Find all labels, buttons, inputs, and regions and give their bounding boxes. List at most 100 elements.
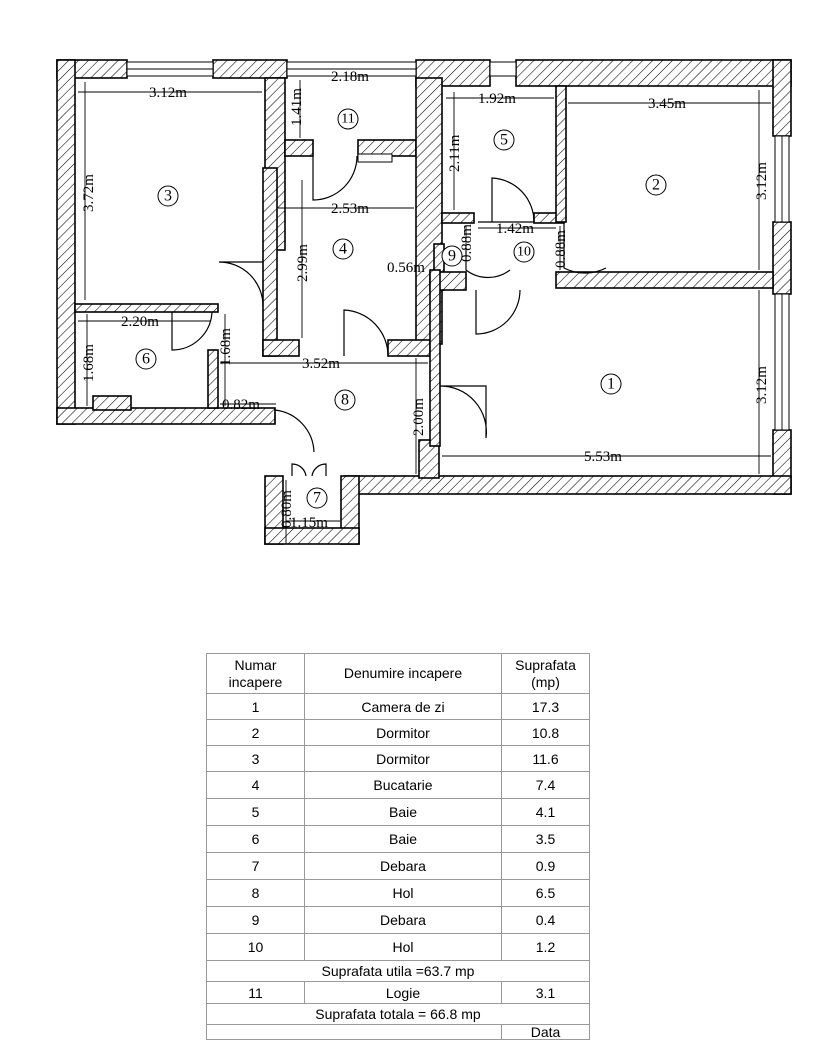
windows <box>126 61 790 431</box>
table-header-row: Numar incapere Denumire incapere Suprafa… <box>206 653 590 694</box>
cell-area: 0.9 <box>501 852 590 880</box>
cell-area: 7.4 <box>501 771 590 799</box>
doors <box>171 155 607 477</box>
cell-name: Debara <box>304 906 502 934</box>
header-room-name: Denumire incapere <box>304 653 502 694</box>
room-number-9: 9 <box>441 245 463 267</box>
room-number-1: 1 <box>600 373 622 395</box>
cell-area: 11.6 <box>501 745 590 772</box>
svg-text:7: 7 <box>313 490 321 507</box>
room-area-table: Numar incapere Denumire incapere Suprafa… <box>206 653 590 1040</box>
dim-r11-height: 1.41m <box>289 88 305 126</box>
total-area-text: Suprafata totala = 66.8 mp <box>206 1003 590 1025</box>
room-number-8: 8 <box>334 389 356 411</box>
cell-area: 1.2 <box>501 933 590 961</box>
floor-plan: 3.12m 3.72m 2.18m 1.41m 1.92m 2.11m 3.45… <box>56 59 792 545</box>
svg-text:5: 5 <box>500 132 508 149</box>
dim-r5-width: 1.92m <box>478 91 516 107</box>
room-number-2: 2 <box>645 174 667 196</box>
dim-r6-height-left: 1.68m <box>81 344 97 382</box>
cell-num: 9 <box>206 906 305 934</box>
cell-num: 3 <box>206 745 305 772</box>
dim-r4-width: 2.53m <box>331 201 369 217</box>
cell-name: Debara <box>304 852 502 880</box>
cell-name: Baie <box>304 825 502 853</box>
useful-area-text: Suprafata utila =63.7 mp <box>206 960 590 982</box>
cell-area: 10.8 <box>501 719 590 746</box>
dim-r6-width: 2.20m <box>121 314 159 330</box>
cell-num: 5 <box>206 798 305 826</box>
cell-name: Hol <box>304 933 502 961</box>
cell-num: 1 <box>206 693 305 720</box>
cell-name: Dormitor <box>304 745 502 772</box>
cell-name: Dormitor <box>304 719 502 746</box>
cell-area: 6.5 <box>501 879 590 907</box>
cell-num: 11 <box>206 981 305 1004</box>
walls <box>56 59 792 545</box>
dim-r1-height: 3.12m <box>754 366 770 404</box>
room-number-4: 4 <box>332 238 354 260</box>
cell-num: 4 <box>206 771 305 799</box>
dim-r2-width: 3.45m <box>648 96 686 112</box>
dim-r2-height: 3.12m <box>754 162 770 200</box>
dim-r5-height: 2.11m <box>447 134 463 172</box>
header-room-number: Numar incapere <box>206 653 305 694</box>
dimension-labels: 3.12m 3.72m 2.18m 1.41m 1.92m 2.11m 3.45… <box>81 69 770 531</box>
cell-area: 4.1 <box>501 798 590 826</box>
svg-text:11: 11 <box>341 112 354 127</box>
cell-num: 8 <box>206 879 305 907</box>
dim-r9-height: 0.88m <box>459 224 475 262</box>
cell-num: 10 <box>206 933 305 961</box>
svg-text:2: 2 <box>652 177 660 194</box>
date-label: Data <box>501 1024 590 1040</box>
svg-text:6: 6 <box>142 351 150 368</box>
cell-area: 3.1 <box>501 981 590 1004</box>
dimension-lines <box>78 75 771 544</box>
svg-text:1: 1 <box>607 376 615 393</box>
date-blank <box>206 1024 502 1040</box>
svg-text:4: 4 <box>339 241 347 258</box>
dim-hall-width: 3.52m <box>302 356 340 372</box>
cell-num: 7 <box>206 852 305 880</box>
dim-r9-width: 0.56m <box>387 260 425 276</box>
dim-hall-small: 0.82m <box>222 397 260 413</box>
room-number-5: 5 <box>493 129 515 151</box>
dim-r11-width: 2.18m <box>331 69 369 85</box>
total-area-row: Suprafata totala = 66.8 mp <box>206 1003 590 1025</box>
cell-name: Camera de zi <box>304 693 502 720</box>
dim-r3-width: 3.12m <box>149 85 187 101</box>
cell-name: Baie <box>304 798 502 826</box>
cell-num: 6 <box>206 825 305 853</box>
dim-r7-height: 0.80m <box>279 490 295 528</box>
header-area: Suprafata (mp) <box>501 653 590 694</box>
svg-text:10: 10 <box>517 245 531 260</box>
dim-r4-height: 2.99m <box>295 244 311 282</box>
cell-area: 0.4 <box>501 906 590 934</box>
room-number-11: 11 <box>337 108 359 130</box>
cell-num: 2 <box>206 719 305 746</box>
dim-r6-height-right: 1.68m <box>218 328 234 366</box>
room-number-10: 10 <box>513 241 535 263</box>
useful-area-row: Suprafata utila =63.7 mp <box>206 960 590 982</box>
svg-text:3: 3 <box>164 188 172 205</box>
cell-name: Hol <box>304 879 502 907</box>
date-row: Data <box>206 1024 590 1040</box>
cell-name: Logie <box>304 981 502 1004</box>
room-number-7: 7 <box>306 487 328 509</box>
cell-area: 17.3 <box>501 693 590 720</box>
dim-r3-height: 3.72m <box>81 174 97 212</box>
cell-area: 3.5 <box>501 825 590 853</box>
cell-name: Bucatarie <box>304 771 502 799</box>
dim-r7-width: 1.15m <box>290 515 328 531</box>
